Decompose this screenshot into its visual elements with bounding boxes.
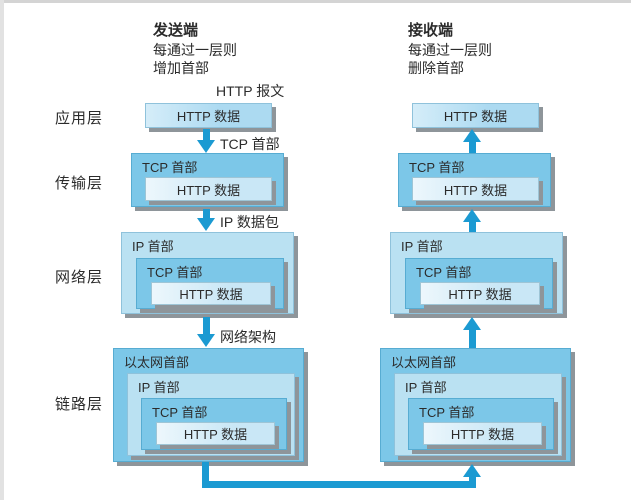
receiver-up-arrow-2-stem-icon [469,222,476,232]
layer-label-link: 链路层 [55,396,104,413]
sender-application-http-data-box: HTTP 数据 [145,103,272,128]
receiver-link-ip-box: IP 首部 TCP 首部 HTTP 数据 [394,373,562,456]
scan-edge-left [0,0,4,500]
receiver-up-arrow-3-stem-icon [469,330,476,348]
receiver-network-tcp-box: TCP 首部 HTTP 数据 [405,258,553,309]
sender-link-ethernet-box: 以太网首部 IP 首部 TCP 首部 HTTP 数据 [113,348,304,462]
sender-down-arrow-1-stem-icon [203,129,210,141]
transmission-up-arrow-head-icon [463,464,481,477]
sender-down-arrow-3-stem-icon [203,317,210,334]
tcp-header-label: TCP 首部 [419,405,475,420]
transmission-line-horizontal-segment [202,481,476,488]
scan-edge-top [0,0,631,3]
transmission-line-left-segment [202,462,209,488]
sender-down-arrow-2-stem-icon [203,209,210,218]
http-data-label: HTTP 数据 [179,287,243,302]
annotation-http-message: HTTP 报文 [216,83,285,99]
sender-network-http-data-box: HTTP 数据 [151,282,271,305]
tcp-header-label: TCP 首部 [142,160,198,175]
tcp-header-label: TCP 首部 [409,160,465,175]
ethernet-header-label: 以太网首部 [391,355,457,370]
http-data-label: HTTP 数据 [443,182,508,198]
sender-down-arrow-1-head-icon [197,140,215,153]
receiver-up-arrow-1-head-icon [463,129,481,142]
sender-transport-http-data-box: HTTP 数据 [145,177,272,201]
http-data-label: HTTP 数据 [443,109,508,124]
receiver-up-arrow-2-head-icon [463,209,481,222]
receiver-network-ip-box: IP 首部 TCP 首部 HTTP 数据 [390,232,563,314]
transmission-up-arrow-stem-icon [469,477,476,488]
http-data-label: HTTP 数据 [183,427,248,442]
sender-network-ip-box: IP 首部 TCP 首部 HTTP 数据 [121,232,294,314]
annotation-ip-packet: IP 数据包 [220,214,279,230]
sender-down-arrow-3-head-icon [197,334,215,347]
receiver-link-ethernet-box: 以太网首部 IP 首部 TCP 首部 HTTP 数据 [380,348,571,462]
layer-label-transport: 传输层 [55,175,104,192]
ip-header-label: IP 首部 [401,239,443,254]
layer-label-application: 应用层 [55,110,104,127]
sender-header-title: 发送端 [153,22,199,39]
sender-transport-tcp-box: TCP 首部 HTTP 数据 [131,153,284,207]
tcp-header-label: TCP 首部 [416,265,472,280]
receiver-application-http-data-box: HTTP 数据 [412,103,539,128]
receiver-transport-http-data-box: HTTP 数据 [412,177,539,201]
sender-link-http-data-box: HTTP 数据 [156,422,275,445]
receiver-link-http-data-box: HTTP 数据 [423,422,542,445]
layer-label-network: 网络层 [55,269,104,286]
receiver-transport-tcp-box: TCP 首部 HTTP 数据 [398,153,551,207]
http-data-label: HTTP 数据 [448,287,512,302]
sender-link-ip-box: IP 首部 TCP 首部 HTTP 数据 [127,373,295,456]
http-data-label: HTTP 数据 [176,182,241,198]
receiver-header-line2: 删除首部 [408,60,464,76]
receiver-up-arrow-3-head-icon [463,317,481,330]
http-data-label: HTTP 数据 [176,109,241,124]
ethernet-header-label: 以太网首部 [124,355,190,370]
sender-header-line2: 增加首部 [153,60,209,76]
sender-network-tcp-box: TCP 首部 HTTP 数据 [136,258,284,309]
http-data-label: HTTP 数据 [450,427,515,442]
sender-link-tcp-box: TCP 首部 HTTP 数据 [141,398,287,450]
receiver-network-http-data-box: HTTP 数据 [420,282,540,305]
annotation-network-arch: 网络架构 [220,329,276,345]
receiver-header-line1: 每通过一层则 [408,42,492,58]
tcp-header-label: TCP 首部 [147,265,203,280]
receiver-link-tcp-box: TCP 首部 HTTP 数据 [408,398,554,450]
ip-header-label: IP 首部 [132,239,174,254]
tcp-header-label: TCP 首部 [152,405,208,420]
ip-header-label: IP 首部 [405,380,447,395]
receiver-header-title: 接收端 [408,22,454,39]
sender-header-line1: 每通过一层则 [153,42,237,58]
ip-header-label: IP 首部 [138,380,180,395]
receiver-up-arrow-1-stem-icon [469,142,476,153]
annotation-tcp-header: TCP 首部 [220,136,280,152]
sender-down-arrow-2-head-icon [197,218,215,231]
